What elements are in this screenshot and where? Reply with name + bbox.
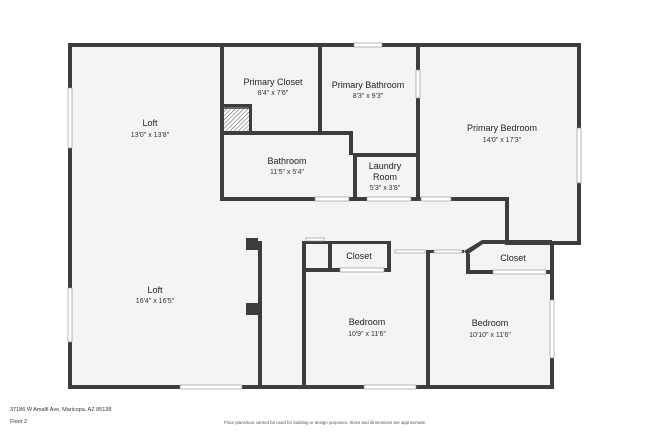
room-dimensions: 8'3" x 9'3" <box>353 93 384 100</box>
room-primary-bathroom: Primary Bathroom 8'3" x 9'3" <box>332 80 405 100</box>
windows <box>67 42 582 390</box>
room-name: Primary Closet <box>243 77 303 87</box>
room-primary-closet: Primary Closet 8'4" x 7'6" <box>243 77 303 97</box>
room-loft-upper: Loft 13'0" x 13'8" <box>131 118 170 139</box>
floor-fill <box>70 46 578 385</box>
room-loft-lower: Loft 16'4" x 16'5" <box>136 285 175 305</box>
room-dimensions: 10'10" x 11'6" <box>469 332 511 339</box>
room-dimensions: 11'5" x 5'4" <box>270 169 304 176</box>
room-closet-2: Closet <box>500 253 526 263</box>
room-laundry: Laundry Room 5'3" x 3'8" <box>369 161 402 192</box>
room-name: Bedroom <box>472 318 509 328</box>
room-bedroom-1: Bedroom 10'9" x 11'6" <box>348 317 386 338</box>
floor-label: Floor 2 <box>10 419 28 425</box>
room-primary-bedroom: Primary Bedroom 14'0" x 17'3" <box>467 123 537 144</box>
room-bathroom: Bathroom 11'5" x 5'4" <box>267 156 306 176</box>
room-name: Loft <box>147 285 163 295</box>
room-dimensions: 8'4" x 7'6" <box>258 90 289 97</box>
room-name: Bedroom <box>349 317 386 327</box>
room-dimensions: 10'9" x 11'6" <box>348 331 386 338</box>
room-name-line1: Laundry <box>369 161 402 171</box>
property-address: 37186 W Amalfi Ave, Maricopa, AZ 85138 <box>10 407 112 413</box>
room-name: Closet <box>346 251 372 261</box>
room-name: Primary Bedroom <box>467 123 537 133</box>
room-dimensions: 14'0" x 17'3" <box>483 137 522 144</box>
room-closet-1: Closet <box>346 251 372 261</box>
room-name: Closet <box>500 253 526 263</box>
room-name-line2: Room <box>373 172 397 182</box>
room-dimensions: 13'0" x 13'8" <box>131 132 170 139</box>
shaft-hatch <box>222 107 251 134</box>
room-bedroom-2: Bedroom 10'10" x 11'6" <box>469 318 511 339</box>
room-dimensions: 5'3" x 3'8" <box>370 185 401 192</box>
room-name: Primary Bathroom <box>332 80 405 90</box>
room-name: Loft <box>142 118 158 128</box>
disclaimer: Floor plans/tour cannot be used for buil… <box>224 420 427 425</box>
room-name: Bathroom <box>267 156 306 166</box>
room-dimensions: 16'4" x 16'5" <box>136 298 175 305</box>
